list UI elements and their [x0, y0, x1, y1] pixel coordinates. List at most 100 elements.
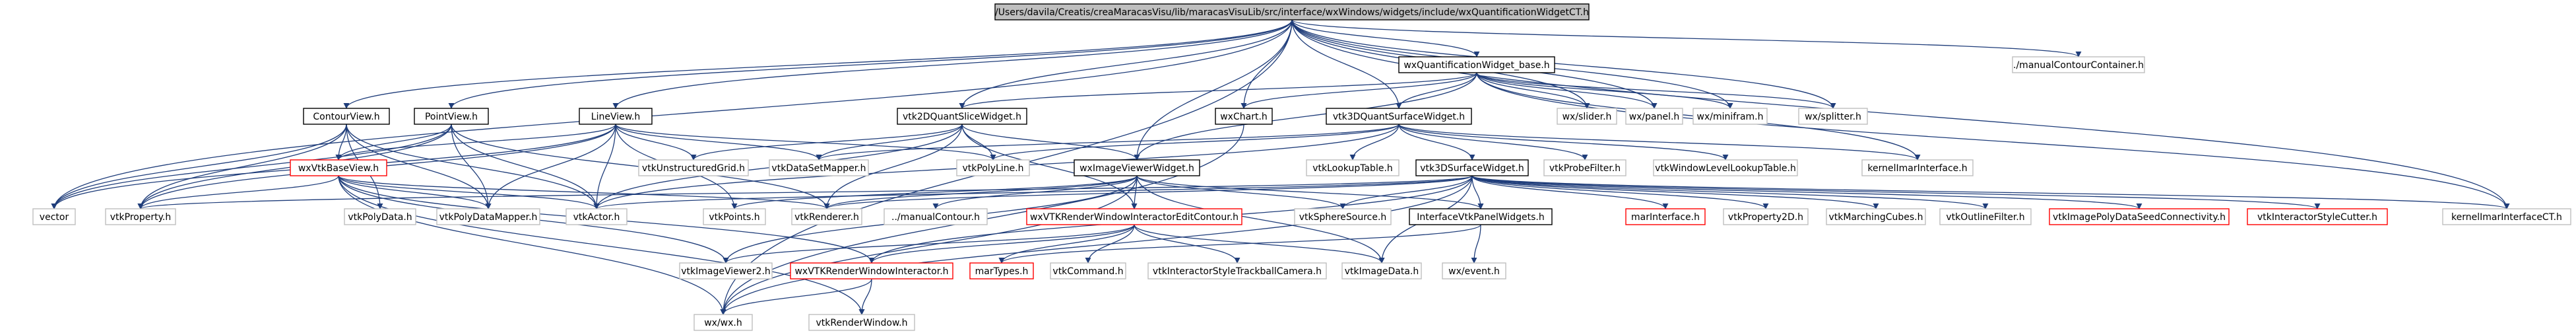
node-vtkpolyline[interactable]: vtkPolyLine.h [956, 159, 1030, 176]
node-vtkinteractorstylecutter[interactable]: vtkInteractorStyleCutter.h [2247, 208, 2388, 225]
node-vtkmarchingcubes[interactable]: vtkMarchingCubes.h [1826, 208, 1926, 225]
node-label: marTypes.h [975, 266, 1029, 277]
edge-wxvtkbaseview-to-wxwx [338, 175, 726, 315]
edge-wximageviewerwidget-to-vtkpoints [731, 175, 1138, 209]
node-vtkoutlinefilter[interactable]: vtkOutlineFilter.h [1939, 208, 2032, 225]
edge-wxvtkbaseview-to-vtkrenderer [338, 175, 830, 209]
node-marinterface[interactable]: marInterface.h [1625, 208, 1706, 225]
node-wxslider[interactable]: wx/slider.h [1557, 108, 1617, 125]
node-box [303, 108, 390, 125]
edge-pointview-to-vtkactor [451, 124, 600, 209]
node-wxevent[interactable]: wx/event.h [1442, 262, 1506, 279]
edge-wxvtkbaseview-to-vtkactor [338, 175, 600, 209]
node-wxwx[interactable]: wx/wx.h [693, 314, 753, 331]
node-martypes[interactable]: marTypes.h [969, 262, 1034, 279]
node-label: vtkRenderer.h [794, 212, 859, 223]
node-vtkwindowlevellookuptable[interactable]: vtkWindowLevelLookupTable.h [1653, 159, 1798, 176]
edge-vtk3dquantsurfacewidget-to-vtkdatasetmapper [816, 124, 1400, 161]
edge-lineview-to-vtkdatasetmapper [615, 124, 822, 161]
node-label: vtkImageData.h [1345, 266, 1419, 277]
node-box [1442, 262, 1506, 279]
node-wxvtkbaseview[interactable]: wxVtkBaseView.h [290, 159, 387, 176]
node-box [638, 159, 749, 176]
node-wxvtkrenderwindowinteractoreditcontour[interactable]: wxVTKRenderWindowInteractorEditContour.h [1026, 208, 1242, 225]
node-vtkdatasetmapper[interactable]: vtkDataSetMapper.h [769, 159, 869, 176]
node-vtkimagepolydataseedconnectivity[interactable]: vtkImagePolyDataSeedConnectivity.h [2049, 208, 2230, 225]
node-pointview[interactable]: PointView.h [414, 108, 489, 125]
edge-root-to-contourview [343, 19, 1293, 109]
edge-vtk3dsurfacewidget-to-interfacevtkpanelwidgets [1471, 175, 1484, 209]
node-wxminifram[interactable]: wx/minifram.h [1692, 108, 1768, 125]
node-vtkrenderwindow[interactable]: vtkRenderWindow.h [808, 314, 915, 331]
node-label: wxQuantificationWidget_base.h [1403, 60, 1549, 71]
node-kernelimarinterface[interactable]: kernelImarInterface.h [1861, 159, 1974, 176]
node-wxquantificationwidget-base[interactable]: wxQuantificationWidget_base.h [1398, 56, 1555, 73]
edge-vtk3dquantsurfacewidget-to-vtkprobefilter [1398, 124, 1588, 161]
node-label: vtkProbeFilter.h [1549, 163, 1621, 174]
node-label: vtkMarchingCubes.h [1829, 212, 1923, 223]
node-box [2247, 208, 2388, 225]
node-label: vtkPolyData.h [348, 212, 412, 223]
node-box [2012, 56, 2145, 73]
node-label: wx/splitter.h [1805, 112, 1861, 122]
edge-wxquantificationwidget-base-to-wxpanel [1476, 72, 1658, 109]
node-interfacevtkpanelwidgets[interactable]: InterfaceVtkPanelWidgets.h [1409, 208, 1553, 225]
node-box [956, 159, 1030, 176]
edge-wximageviewerwidget-to-interfacevtkpanelwidgets [1136, 175, 1484, 209]
edge-vtk3dsurfacewidget-to-kernelimarinterfacect [1471, 175, 2510, 209]
node-vtk2dquantslicewidget[interactable]: vtk2DQuantSliceWidget.h [897, 108, 1027, 125]
node-wxsplitter[interactable]: wx/splitter.h [1798, 108, 1868, 125]
node-vtkproperty[interactable]: vtkProperty.h [105, 208, 176, 225]
node-manualcontourcontainer[interactable]: ./manualContourContainer.h [2012, 56, 2145, 73]
node-vtkimagedata[interactable]: vtkImageData.h [1341, 262, 1422, 279]
node-vtkinteractorstyletrackballcamera[interactable]: vtkInteractorStyleTrackballCamera.h [1147, 262, 1327, 279]
edge-lineview-to-wxvtkbaseview [335, 124, 616, 161]
edge-wximageviewerwidget-to-wxwx [720, 175, 1138, 315]
edge-vtk3dsurfacewidget-to-vtkactor [593, 175, 1473, 209]
node-wxpanel[interactable]: wx/panel.h [1625, 108, 1683, 125]
edge-wxvtkrenderwindowinteractor-to-wxwx [720, 278, 872, 315]
node-vtkproperty2d[interactable]: vtkProperty2D.h [1723, 208, 1809, 225]
node-wxchart[interactable]: wxChart.h [1215, 108, 1273, 125]
node-vtkpolydata[interactable]: vtkPolyData.h [344, 208, 416, 225]
node-vtkcommand[interactable]: vtkCommand.h [1050, 262, 1126, 279]
node-vtk3dsurfacewidget[interactable]: vtk3DSurfaceWidget.h [1415, 159, 1529, 176]
node-vtkactor[interactable]: vtkActor.h [565, 208, 628, 225]
node-contourview[interactable]: ContourView.h [303, 108, 390, 125]
node-vtkunstructuredgrid[interactable]: vtkUnstructuredGrid.h [638, 159, 749, 176]
node-root[interactable]: /Users/davila/Creatis/creaMaracasVisu/li… [994, 3, 1590, 20]
node-vtk3dquantsurfacewidget[interactable]: vtk3DQuantSurfaceWidget.h [1326, 108, 1472, 125]
edge-root-to-kernelimarinterfacect [1291, 19, 2510, 209]
node-wxvtkrenderwindowinteractor[interactable]: wxVTKRenderWindowInteractor.h [790, 262, 953, 279]
node-vtkrenderer[interactable]: vtkRenderer.h [791, 208, 862, 225]
node-wximageviewerwidget[interactable]: wxImageViewerWidget.h [1074, 159, 1200, 176]
node-label: vtkInteractorStyleTrackballCamera.h [1153, 266, 1322, 277]
node-vtkprobefilter[interactable]: vtkProbeFilter.h [1543, 159, 1626, 176]
node-box [897, 108, 1027, 125]
node-box [1625, 108, 1683, 125]
node-kernelimarinterfacect[interactable]: kernelImarInterfaceCT.h [2442, 208, 2571, 225]
node-vtkspheresource[interactable]: vtkSphereSource.h [1294, 208, 1392, 225]
node-label: PointView.h [425, 112, 478, 122]
node-box [1653, 159, 1798, 176]
edge-wxvtkrenderwindowinteractoreditcontour-to-martypes [998, 224, 1135, 264]
node-vtkpolydatamapper[interactable]: vtkPolyDataMapper.h [436, 208, 540, 225]
node-box [1415, 159, 1529, 176]
edge-lineview-to-vtkactor [593, 124, 616, 209]
node-vector[interactable]: vector [32, 208, 76, 225]
node-vtklookuptable[interactable]: vtkLookupTable.h [1306, 159, 1400, 176]
node-manualcontour[interactable]: ../manualContour.h [884, 208, 988, 225]
node-vtkpoints[interactable]: vtkPoints.h [703, 208, 766, 225]
node-box [1939, 208, 2032, 225]
node-vtkimageviewer2[interactable]: vtkImageViewer2.h [679, 262, 773, 279]
node-label: vtkWindowLevelLookupTable.h [1655, 163, 1796, 174]
edge-vtk3dsurfacewidget-to-vtkrenderer [823, 175, 1473, 209]
node-lineview[interactable]: LineView.h [579, 108, 653, 125]
edge-contourview-to-vtkpolydatamapper [346, 124, 492, 209]
edge-wxvtkbaseview-to-vtkpolydatamapper [338, 175, 492, 209]
edge-vtk3dsurfacewidget-to-wxwx [720, 175, 1473, 315]
node-box [808, 314, 915, 331]
node-label: vtkInteractorStyleCutter.h [2257, 212, 2377, 223]
node-label: wx/minifram.h [1697, 112, 1764, 122]
node-box [1543, 159, 1626, 176]
